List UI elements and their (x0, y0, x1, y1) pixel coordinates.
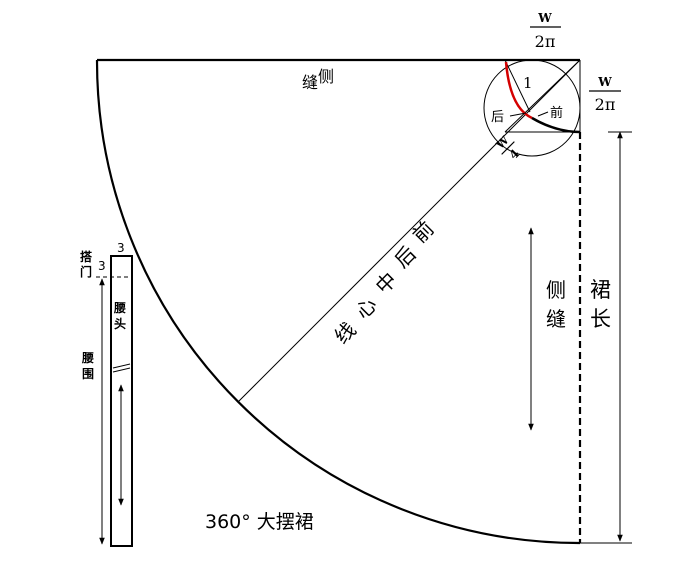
svg-text:W: W (597, 75, 612, 89)
band-label-char-2: 头 (114, 316, 126, 331)
w-over-2pi-right-fraction: W 2π (589, 75, 621, 114)
skirt-length-char-2: 长 (590, 307, 611, 331)
diagram-caption: 360° 大摆裙 (205, 511, 314, 533)
overlap-char-2: 门 (80, 264, 92, 279)
overlap-char-1: 搭 (80, 249, 93, 264)
number-one-label: 1 (523, 74, 533, 92)
svg-text:2π: 2π (595, 95, 616, 114)
right-side-seam-char-1: 侧 (546, 278, 566, 302)
leader-back (509, 112, 527, 117)
waistband-piece (96, 255, 133, 547)
back-waist-curve (504, 61, 533, 120)
waistband-num-side: 3 (98, 259, 106, 273)
front-waist-curve (531, 116, 581, 134)
svg-text:2π: 2π (535, 32, 556, 51)
construction-diagonal-left (504, 59, 531, 113)
waistband-num-top: 3 (117, 241, 125, 255)
back-label: 后 (491, 110, 504, 125)
w-over-2pi-top-fraction: W 2π (530, 11, 561, 51)
leader-front (537, 111, 549, 117)
svg-text:W: W (537, 11, 552, 25)
front-label: 前 (550, 105, 563, 121)
svg-text:4: 4 (506, 146, 522, 162)
right-side-seam-char-2: 缝 (546, 307, 566, 331)
center-line-label: 前 后 中 心 线 (330, 216, 439, 348)
svg-text:前: 前 (408, 216, 439, 247)
center-front-back-line (237, 59, 581, 403)
svg-text:线: 线 (330, 317, 361, 348)
waist-label-char-2: 围 (82, 366, 94, 381)
construction-diagonal (504, 59, 581, 133)
svg-text:心: 心 (351, 292, 382, 323)
waist-label-char-1: 腰 (81, 350, 94, 365)
w-quarter-fraction: W 4 (493, 133, 522, 162)
svg-text:中: 中 (371, 267, 402, 298)
top-side-seam-char-1: 侧 (318, 67, 334, 86)
skirt-length-char-1: 裙 (590, 278, 611, 302)
band-label-char-1: 腰 (113, 300, 126, 315)
top-side-seam-char-2: 缝 (302, 73, 318, 92)
